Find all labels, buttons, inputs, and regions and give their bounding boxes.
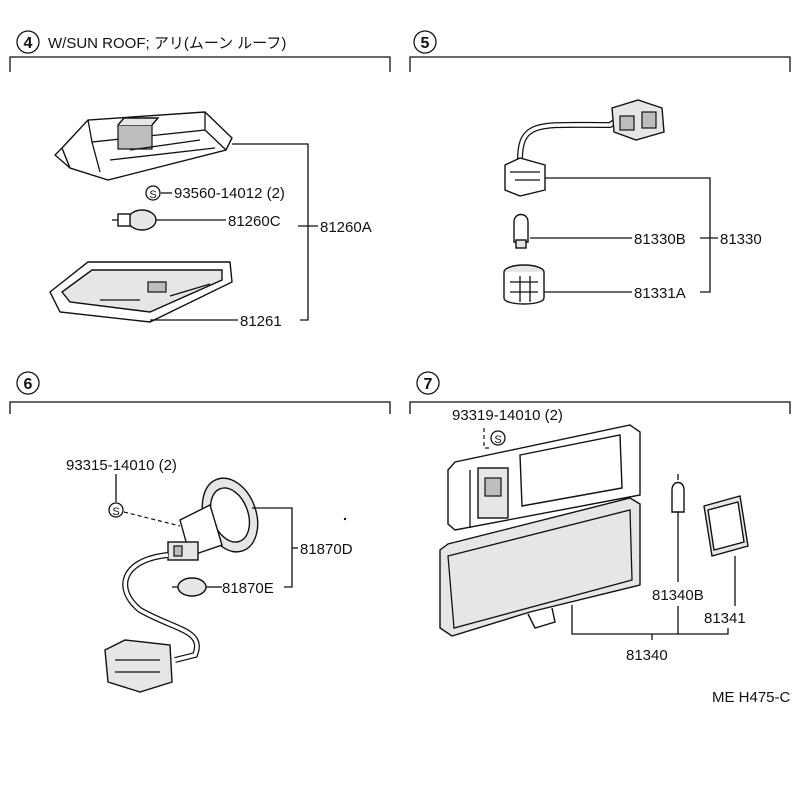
section-4: 4 W/SUN ROOF; アリ(ムーン ルーフ) S 93560-14012 … [9,30,391,330]
screw-symbol-icon [490,430,506,446]
section-number-circle [413,30,437,54]
part-81341-label: 81341 [704,610,746,627]
screw-symbol-label: S [112,506,119,518]
socket-icon [503,264,545,305]
spot-lamp-assembly-icon [167,477,259,561]
section-5-number: 5 [421,35,430,52]
part-93319-14010-label: 93319-14010 (2) [452,407,563,424]
part-93315-14010-label: 93315-14010 (2) [66,457,177,474]
wedge-bulb-icon [513,213,529,249]
festoon-bulb-icon [112,209,157,231]
part-81261-label: 81261 [240,313,282,330]
lamp-lens-icon [49,261,233,323]
screw-symbol-label: S [494,434,501,446]
section-6-bracket [9,401,391,414]
section-4-bracket [9,56,391,72]
screw-symbol-icon [108,502,124,518]
section-5-bracket [409,56,791,72]
part-81870E-label: 81870E [222,580,274,597]
section-7-number: 7 [424,376,433,393]
section-7: 7 93319-14010 (2) S 81340B [343,371,791,664]
section-7-bracket [409,401,791,414]
section-4-title: W/SUN ROOF; アリ(ムーン ルーフ) [48,35,286,52]
part-81340B-label: 81340B [652,587,704,604]
vanity-mirror-cover-icon [439,497,641,637]
part-81260C-label: 81260C [228,213,281,230]
part-81331A-label: 81331A [634,285,686,302]
part-81260A-label: 81260A [320,219,372,236]
map-lamp-housing [54,111,233,181]
section-number-circle [16,371,40,395]
bulb-icon [172,577,207,597]
part-93560-14012-label: 93560-14012 (2) [174,185,285,202]
part-81330-label: 81330 [720,231,762,248]
catalog-code: ME H475-C [712,689,791,706]
section-4-number: 4 [24,35,33,52]
festoon-bulb-icon [671,474,685,520]
socket-wire-harness-icon [504,99,665,197]
section-6-number: 6 [24,376,33,393]
section-number-circle [16,30,40,54]
vanity-mirror-frame-icon [447,424,641,531]
speck [343,517,347,521]
wire-harness-icon [104,552,200,693]
part-81870D-label: 81870D [300,541,353,558]
screw-symbol-label: S [149,189,156,201]
part-81330B-label: 81330B [634,231,686,248]
mirror-lens-icon [703,495,749,557]
section-6: 6 93315-14010 (2) S 81870E 81870D [9,371,391,693]
section-number-circle [416,371,440,395]
screw-symbol-icon [145,185,161,201]
section-5: 5 81330B 81331A 81330 [409,30,791,305]
part-81340-label: 81340 [626,647,668,664]
